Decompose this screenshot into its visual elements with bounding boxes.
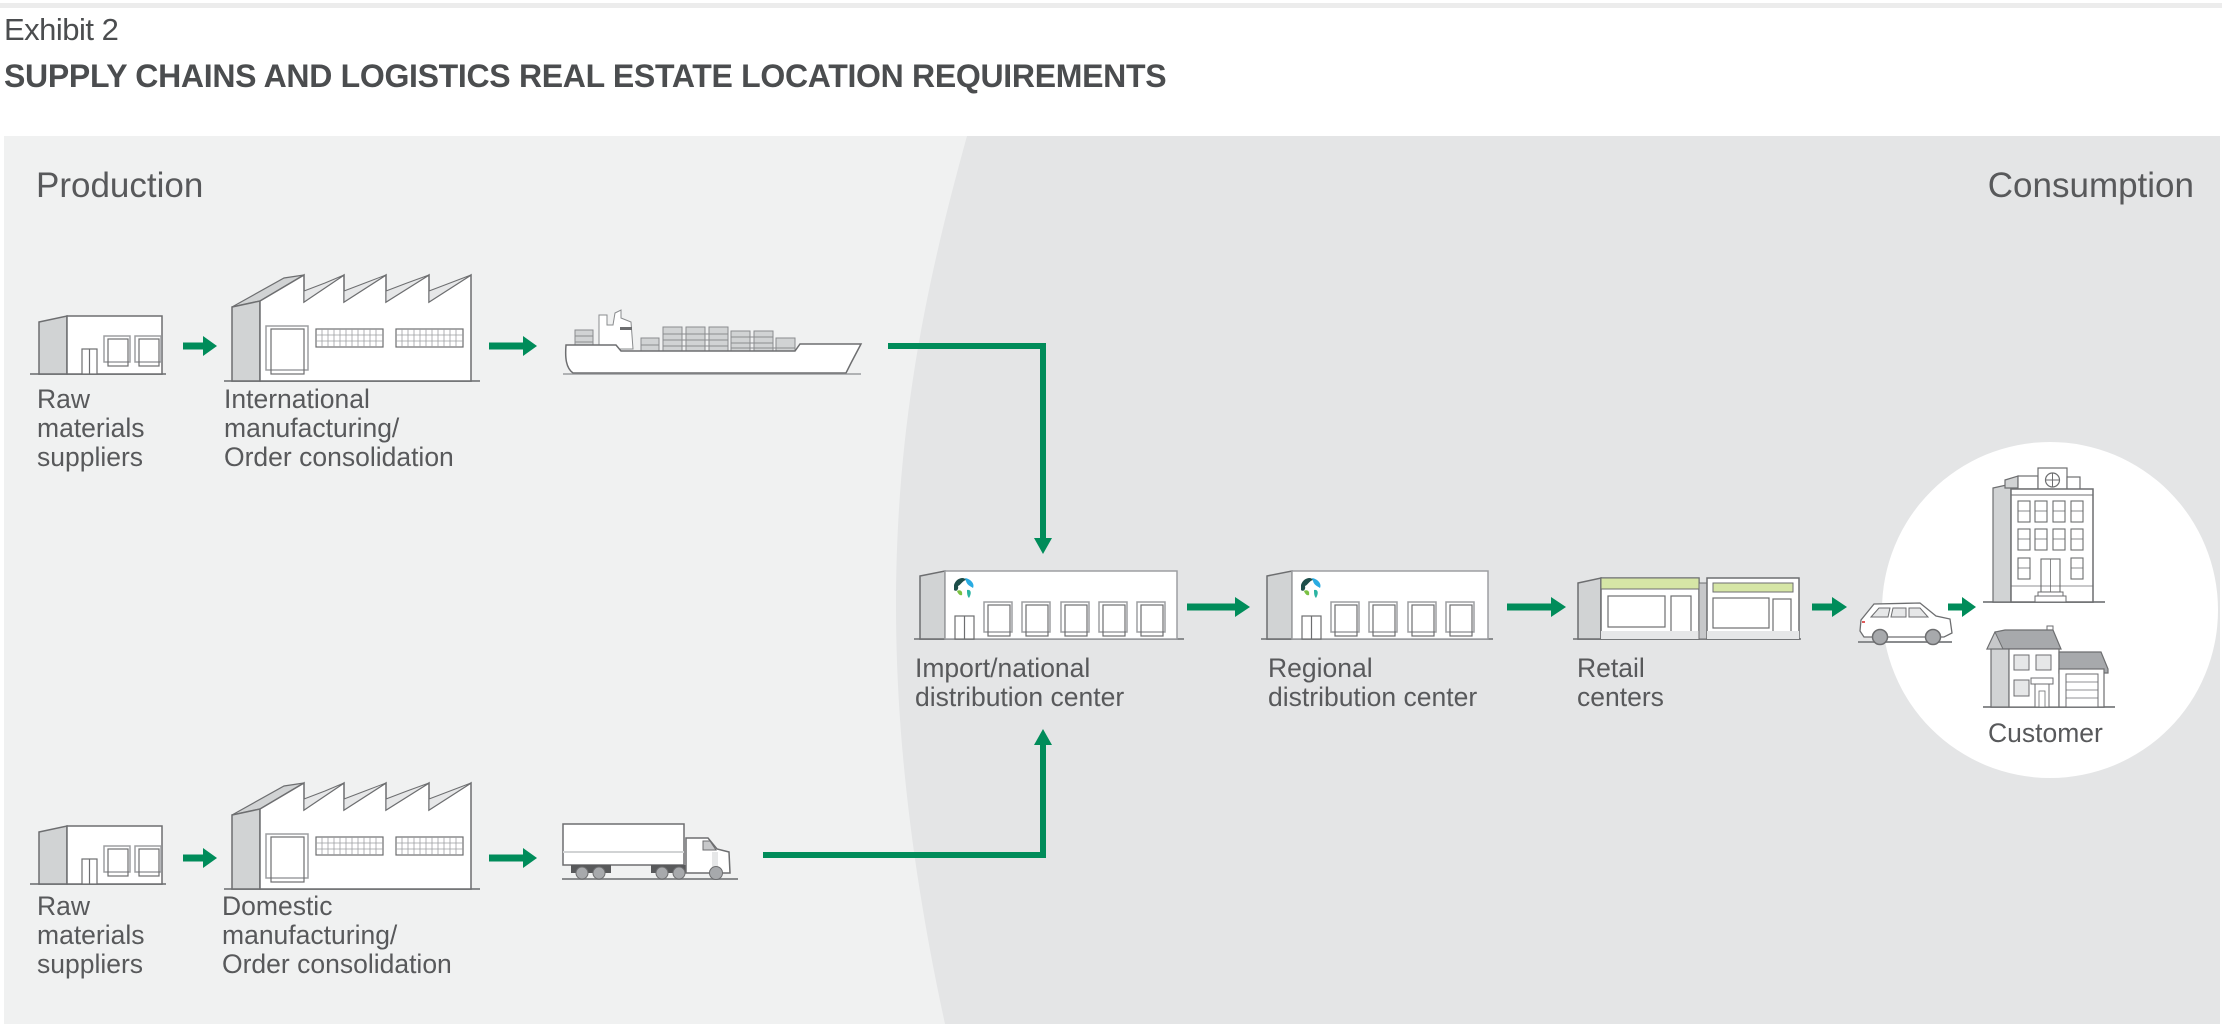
arrow-right-icon: [489, 848, 537, 868]
house-icon: [1983, 625, 2115, 708]
arrow-right-icon: [1187, 597, 1250, 617]
retail-label: Retail centers: [1577, 653, 1664, 712]
car-icon: [1858, 602, 1953, 646]
warehouse-icon: [29, 825, 167, 885]
arrow-right-icon: [1507, 597, 1566, 617]
container-ship-icon: [563, 309, 863, 375]
arrow-right-icon: [1948, 597, 1976, 617]
dom-manufacturing-label: Domestic manufacturing/ Order consolidat…: [222, 891, 452, 979]
arrow-right-icon: [183, 336, 217, 356]
distribution-center-icon: [1261, 570, 1493, 640]
globe-logo-icon: [952, 577, 974, 599]
customer-circle: [1882, 442, 2218, 778]
intl-raw-materials-label: Raw materials suppliers: [37, 384, 145, 472]
apartment-building-icon: [1983, 467, 2105, 603]
distribution-center-icon: [914, 570, 1184, 640]
production-zone: [4, 136, 967, 1024]
exhibit-number: Exhibit 2: [4, 12, 119, 47]
intl-manufacturing-label: International manufacturing/ Order conso…: [224, 384, 454, 472]
top-rule: [0, 3, 2222, 8]
consumption-heading: Consumption: [1987, 166, 2194, 205]
factory-icon: [223, 782, 481, 890]
arrow-right-icon: [1812, 597, 1847, 617]
regional-dc-label: Regional distribution center: [1268, 653, 1478, 712]
truck-icon: [562, 823, 738, 880]
exhibit-title: SUPPLY CHAINS AND LOGISTICS REAL ESTATE …: [4, 58, 1167, 94]
arrow-right-icon: [489, 336, 537, 356]
warehouse-icon: [29, 315, 167, 375]
globe-logo-icon: [1299, 577, 1321, 599]
ship-to-import-dc-route: [888, 343, 1052, 554]
customer-label: Customer: [1988, 718, 2103, 748]
arrow-right-icon: [183, 848, 217, 868]
truck-to-import-dc-route: [763, 729, 1052, 858]
factory-icon: [223, 274, 481, 382]
storefront-icon: [1573, 577, 1801, 640]
dom-raw-materials-label: Raw materials suppliers: [37, 891, 145, 979]
production-heading: Production: [36, 166, 204, 205]
import-dc-label: Import/national distribution center: [915, 653, 1125, 712]
flow-arrows: [183, 336, 1976, 868]
